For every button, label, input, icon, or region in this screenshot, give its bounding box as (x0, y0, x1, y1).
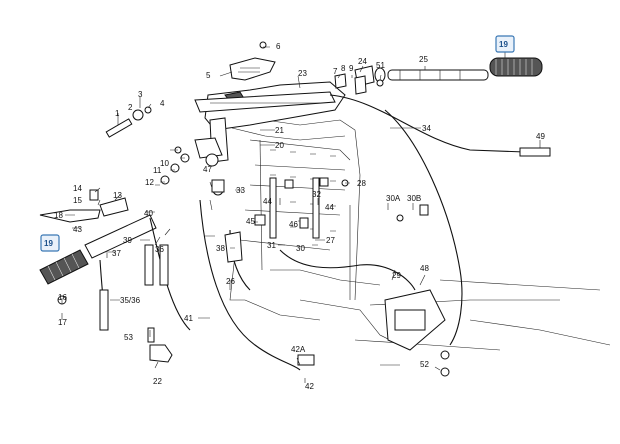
part-label: 27 (326, 236, 335, 245)
part-label: 37 (112, 249, 121, 258)
part-label: 14 (73, 184, 82, 193)
part-label: 25 (419, 55, 428, 64)
part-label: 3 (138, 90, 143, 99)
part-label-highlighted: 19 (44, 239, 53, 248)
left-grip-assembly (39, 189, 157, 285)
part-label: 11 (153, 166, 162, 175)
part-label: 51 (376, 61, 385, 70)
highlight-boxes (40, 35, 515, 252)
part-label: 31 (267, 241, 276, 250)
part-label: 47 (203, 165, 212, 174)
part-label: 26 (226, 277, 235, 286)
part-label: 44 (263, 197, 272, 206)
highlight-box-19-top (495, 35, 515, 53)
part-label: 17 (58, 318, 67, 327)
part-label: 18 (54, 211, 63, 220)
part-label: 36 (155, 245, 164, 254)
part-label: 21 (275, 126, 284, 135)
part-label: 1 (115, 109, 120, 118)
part-label: 20 (275, 141, 284, 150)
highlight-box-19-left (40, 234, 60, 252)
part-label: 28 (357, 179, 366, 188)
part-label: 13 (113, 191, 122, 200)
part-label: 22 (153, 377, 162, 386)
part-label: 34 (422, 124, 431, 133)
part-label: 12 (145, 178, 154, 187)
part-label: 32 (312, 190, 321, 199)
part-label: 44 (325, 203, 334, 212)
part-label: 42 (305, 382, 314, 391)
handlebar-tube (194, 91, 336, 113)
part-label: 15 (73, 196, 82, 205)
part-label: 42A (291, 345, 306, 354)
part-label: 23 (298, 69, 307, 78)
part-label: 30A (386, 194, 401, 203)
part-label: 7 (333, 67, 338, 76)
part-label: 4 (160, 99, 165, 108)
part-label: 52 (420, 360, 429, 369)
part-label: 33 (236, 186, 245, 195)
part-label: 8 (341, 64, 346, 73)
part-label: 38 (216, 244, 225, 253)
part-label: 10 (160, 159, 169, 168)
part-label: 24 (358, 57, 367, 66)
part-label: 46 (289, 220, 298, 229)
part-label: 30 (296, 244, 305, 253)
part-label: 16 (58, 293, 67, 302)
part-labels: 1 2 3 4 5 6 7 8 9 10 11 12 13 14 15 16 1… (44, 40, 545, 391)
part-label: 40 (144, 209, 153, 218)
part-label: 35/36 (120, 296, 141, 305)
part-label-highlighted: 19 (499, 40, 508, 49)
small-parts (57, 41, 551, 377)
part-label: 39 (123, 236, 132, 245)
part-label: 49 (536, 132, 545, 141)
headset-assembly (194, 57, 346, 196)
part-label: 45 (246, 217, 255, 226)
part-label: 29 (392, 271, 401, 280)
part-label: 6 (276, 42, 281, 51)
part-label: 43 (73, 225, 82, 234)
part-label: 30B (407, 194, 421, 203)
part-label: 48 (420, 264, 429, 273)
part-label: 41 (184, 314, 193, 323)
part-label: 2 (128, 103, 133, 112)
part-label: 53 (124, 333, 133, 342)
part-label: 5 (206, 71, 211, 80)
part-label: 9 (349, 64, 354, 73)
